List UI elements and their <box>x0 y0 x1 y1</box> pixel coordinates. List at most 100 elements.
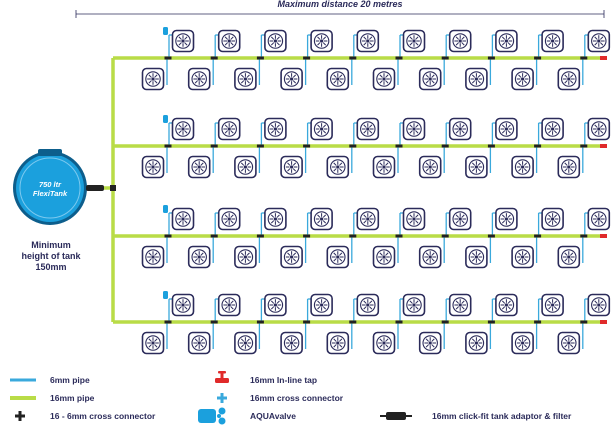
round-pot-icon <box>141 245 165 269</box>
aquavalve-icon <box>163 27 168 35</box>
round-pot-icon <box>541 117 564 141</box>
round-pot-icon <box>141 331 165 355</box>
round-pot-icon <box>171 117 195 141</box>
legend-aquavalve: AQUAvalve <box>250 411 296 421</box>
legend-16-6-cross: 16 - 6mm cross connector <box>50 411 156 421</box>
legend-inline-tap: 16mm In-line tap <box>250 375 318 385</box>
round-pot-icon <box>541 29 564 53</box>
round-pot-icon <box>171 293 195 317</box>
legend-16mm-cross: 16mm cross connector <box>250 393 344 403</box>
legend-tank-adaptor-icon <box>380 412 412 420</box>
round-pot-icon <box>557 155 581 179</box>
round-pot-icon <box>234 331 257 355</box>
tank-name: FlexiTank <box>32 189 68 198</box>
round-pot-icon <box>187 331 211 355</box>
round-pot-icon <box>495 293 518 317</box>
tank-capacity: 750 ltr <box>38 180 62 189</box>
round-pot-icon <box>280 155 303 179</box>
pot-units <box>141 29 611 355</box>
round-pot-icon <box>448 29 472 53</box>
round-pot-icon <box>448 207 472 231</box>
inline-tap-icon <box>600 234 607 238</box>
round-pot-icon <box>187 245 211 269</box>
inline-tap-icon <box>600 144 607 148</box>
round-pot-icon <box>541 293 564 317</box>
aquavalve-icon <box>163 291 168 299</box>
round-pot-icon <box>217 293 241 317</box>
round-pot-icon <box>356 117 380 141</box>
legend-symbols <box>10 371 412 425</box>
legend-16mm-cross-connector-icon <box>217 393 227 403</box>
round-pot-icon <box>465 245 488 269</box>
cross-connector-icon <box>110 185 116 191</box>
round-pot-icon <box>557 331 581 355</box>
round-pot-icon <box>264 293 287 317</box>
round-pot-icon <box>356 293 380 317</box>
round-pot-icon <box>187 67 211 91</box>
tank-note-line-1: Minimum <box>31 240 71 250</box>
round-pot-icon <box>280 67 303 91</box>
aquavalve-icon <box>163 115 168 123</box>
round-pot-icon <box>495 117 518 141</box>
round-pot-icon <box>310 293 333 317</box>
round-pot-icon <box>187 155 211 179</box>
round-pot-icon <box>511 331 534 355</box>
round-pot-icon <box>402 117 426 141</box>
round-pot-icon <box>418 67 442 91</box>
round-pot-icon <box>171 207 195 231</box>
round-pot-icon <box>356 207 380 231</box>
inline-tap-icon <box>600 320 607 324</box>
round-pot-icon <box>495 207 518 231</box>
round-pot-icon <box>557 245 581 269</box>
legend-tank-adaptor: 16mm click-fit tank adaptor & filter <box>432 411 572 421</box>
round-pot-icon <box>141 67 165 91</box>
round-pot-icon <box>217 207 241 231</box>
max-distance-title: Maximum distance 20 metres <box>277 0 403 9</box>
round-pot-icon <box>587 29 611 53</box>
round-pot-icon <box>326 245 350 269</box>
round-pot-icon <box>418 245 442 269</box>
round-pot-icon <box>372 155 396 179</box>
legend-aquavalve-icon <box>198 407 226 425</box>
tank-label: 750 ltr FlexiTank <box>22 180 78 198</box>
round-pot-icon <box>264 117 287 141</box>
legend-6mm-pipe: 6mm pipe <box>50 375 90 385</box>
round-pot-icon <box>326 155 350 179</box>
round-pot-icon <box>264 207 287 231</box>
round-pot-icon <box>310 207 333 231</box>
legend-16-6-cross-connector-icon <box>15 411 25 421</box>
round-pot-icon <box>511 155 534 179</box>
flexitank-icon <box>13 149 87 225</box>
round-pot-icon <box>557 67 581 91</box>
round-pot-icon <box>171 29 195 53</box>
round-pot-icon <box>587 293 611 317</box>
round-pot-icon <box>587 207 611 231</box>
round-pot-icon <box>234 245 257 269</box>
round-pot-icon <box>310 117 333 141</box>
round-pot-icon <box>372 245 396 269</box>
round-pot-icon <box>326 331 350 355</box>
inline-tap-icon <box>600 56 607 60</box>
round-pot-icon <box>418 331 442 355</box>
plant-row <box>141 207 611 269</box>
legend-inline-tap-icon <box>215 371 229 383</box>
tank-note-line-2: height of tank <box>21 251 81 261</box>
tank-note-line-3: 150mm <box>35 262 67 272</box>
round-pot-icon <box>465 67 488 91</box>
round-pot-icon <box>448 117 472 141</box>
round-pot-icon <box>356 29 380 53</box>
round-pot-icon <box>448 293 472 317</box>
round-pot-icon <box>402 29 426 53</box>
round-pot-icon <box>372 331 396 355</box>
round-pot-icon <box>234 155 257 179</box>
round-pot-icon <box>280 245 303 269</box>
round-pot-icon <box>402 293 426 317</box>
round-pot-icon <box>465 155 488 179</box>
round-pot-icon <box>326 67 350 91</box>
round-pot-icon <box>511 245 534 269</box>
round-pot-icon <box>402 207 426 231</box>
round-pot-icon <box>217 29 241 53</box>
legend-16mm-pipe: 16mm pipe <box>50 393 95 403</box>
round-pot-icon <box>495 29 518 53</box>
round-pot-icon <box>372 67 396 91</box>
